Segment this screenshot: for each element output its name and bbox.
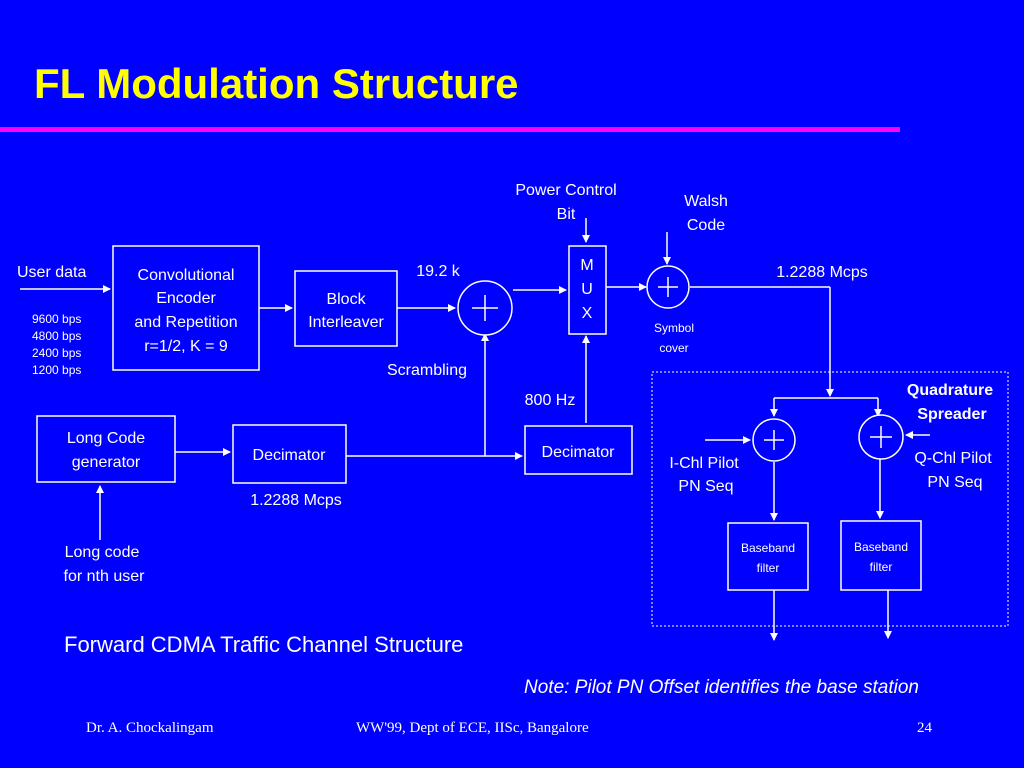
long-code-generator-block [36, 415, 176, 483]
convolutional-encoder-block [112, 245, 260, 371]
title-underline [0, 127, 900, 132]
baseband-filter-i [727, 522, 809, 591]
q-pilot-label-1: Q-Chl Pilot [914, 450, 992, 467]
slide-title: FL Modulation Structure [34, 60, 519, 107]
baseband-q-label-1: Baseband [854, 540, 908, 554]
baseband-filter-q [840, 520, 922, 591]
walsh-code-label-1: Walsh [684, 193, 728, 210]
i-pilot-label-1: I-Chl Pilot [669, 455, 739, 472]
power-control-label-1: Power Control [515, 182, 616, 199]
diagram-caption: Forward CDMA Traffic Channel Structure [64, 632, 464, 657]
long-code-label-2: for nth user [64, 568, 146, 585]
rate-1200: 1200 bps [32, 363, 81, 377]
baseband-i-label-1: Baseband [741, 541, 795, 555]
decimator-1-label: Decimator [253, 447, 327, 464]
quadrature-label-2: Spreader [917, 406, 986, 423]
i-channel-summer-icon [752, 418, 796, 462]
interleaver-label-1: Block [326, 291, 366, 308]
walsh-code-label-2: Code [687, 217, 725, 234]
q-pilot-label-2: PN Seq [927, 474, 982, 491]
rate-2400: 2400 bps [32, 346, 81, 360]
i-pilot-label-2: PN Seq [678, 478, 733, 495]
quadrature-label-1: Quadrature [907, 382, 993, 399]
mux-label-x: X [582, 305, 593, 322]
connection-lines [20, 218, 930, 641]
long-code-gen-label-2: generator [72, 454, 141, 471]
encoder-label-4: r=1/2, K = 9 [144, 338, 228, 355]
symbol-cover-label-2: cover [659, 341, 688, 355]
long-code-label-1: Long code [65, 544, 140, 561]
chip-rate-top-label: 1.2288 Mcps [776, 264, 868, 281]
footer-venue: WW'99, Dept of ECE, IISc, Bangalore [356, 720, 589, 736]
mux-label-u: U [581, 281, 593, 298]
pilot-pn-note: Note: Pilot PN Offset identifies the bas… [524, 677, 919, 698]
rate-9600: 9600 bps [32, 312, 81, 326]
block-interleaver [294, 270, 398, 347]
footer-page-number: 24 [917, 720, 932, 736]
encoder-label-2: Encoder [156, 290, 216, 307]
hz800-label: 800 Hz [525, 392, 576, 409]
decimator-block-2 [524, 425, 633, 475]
encoder-label-1: Convolutional [138, 267, 235, 284]
long-code-gen-label-1: Long Code [67, 430, 145, 447]
scrambling-label: Scrambling [387, 362, 467, 379]
power-control-label-2: Bit [557, 206, 576, 223]
rate-19k-label: 19.2 k [416, 263, 461, 280]
chip-rate-bottom-label: 1.2288 Mcps [250, 492, 342, 509]
decimator-block-1 [232, 424, 347, 484]
symbol-cover-summer-icon [646, 265, 690, 309]
q-channel-summer-icon [858, 414, 904, 460]
user-data-label: User data [17, 264, 86, 281]
footer-author: Dr. A. Chockalingam [86, 720, 214, 736]
symbol-cover-label-1: Symbol [654, 321, 694, 335]
interleaver-label-2: Interleaver [308, 314, 384, 331]
decimator-2-label: Decimator [542, 444, 616, 461]
baseband-i-label-2: filter [757, 561, 780, 575]
baseband-q-label-2: filter [870, 560, 893, 574]
scrambling-summer-icon [457, 280, 513, 336]
rate-4800: 4800 bps [32, 329, 81, 343]
mux-block [568, 245, 607, 335]
encoder-label-3: and Repetition [134, 314, 237, 331]
mux-label-m: M [580, 257, 593, 274]
